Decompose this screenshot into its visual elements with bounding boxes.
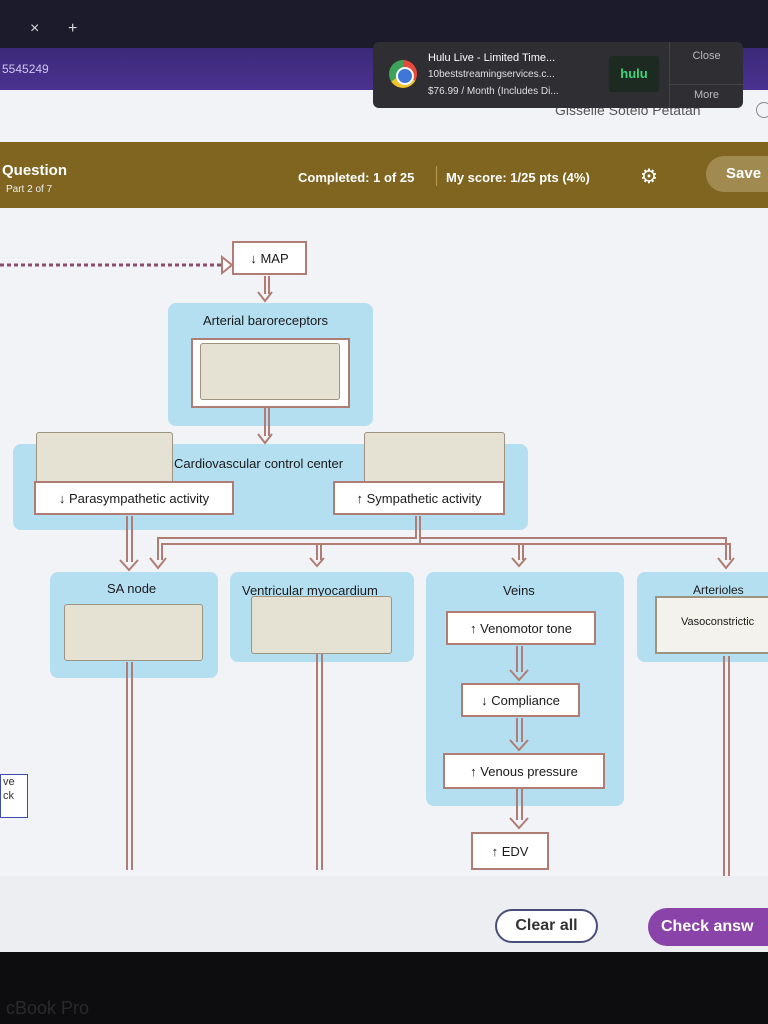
notification-more-button[interactable]: More [670,84,743,101]
notification-title: Hulu Live - Limited Time... [428,52,556,64]
arterioles-label: Arterioles [693,583,744,597]
new-tab-icon[interactable]: + [68,20,78,37]
completed-count: Completed: 1 of 25 [298,170,415,185]
browser-tabbar: × + [0,0,768,48]
header-divider [436,166,437,186]
save-button[interactable]: Save [706,156,768,192]
notification-source: 10beststreamingservices.c... [428,69,555,80]
notification-body: $76.99 / Month (Includes Di... [428,86,559,97]
side-button-line1: ve [3,776,15,788]
chrome-icon [389,60,417,88]
edv-box: ↑ EDV [471,832,549,870]
ventricular-drop-target[interactable] [251,596,392,654]
baroreceptors-label: Arterial baroreceptors [203,313,328,328]
hulu-logo: hulu [609,56,659,92]
notification-close-button[interactable]: Close [692,50,721,62]
vasoconstriction-box: Vasoconstrictic [655,596,768,654]
question-part: Part 2 of 7 [6,184,53,195]
side-toggle-button[interactable]: ve ck [0,774,28,818]
compliance-box: ↓ Compliance [461,683,580,717]
clear-all-button[interactable]: Clear all [495,909,598,943]
laptop-bezel: cBook Pro [0,952,768,1024]
laptop-brand: cBook Pro [6,998,90,1018]
question-title: Question [2,162,68,179]
check-answer-button[interactable]: Check answ [648,908,768,946]
side-button-line2: ck [3,790,14,802]
venous-pressure-box: ↑ Venous pressure [443,753,605,789]
help-icon[interactable] [756,102,768,118]
course-id: 5545249 [2,62,49,76]
baroreceptor-drop-target[interactable] [200,343,340,400]
gear-icon[interactable]: ⚙ [640,166,658,188]
sa-node-drop-target[interactable] [64,604,203,661]
notification-popup[interactable]: Hulu Live - Limited Time... 10beststream… [373,42,743,108]
sa-node-label: SA node [107,581,157,596]
question-header: Question Part 2 of 7 Completed: 1 of 25 … [0,142,768,208]
cv-center-label: Cardiovascular control center [174,456,344,471]
notification-actions: Close More [669,42,743,108]
score-readout: My score: 1/25 pts (4%) [446,170,590,185]
footer-bar [0,876,768,952]
map-box: ↓ MAP [232,241,307,275]
sympathetic-box: ↑ Sympathetic activity [333,481,505,515]
sympathetic-drop-target[interactable] [364,432,505,490]
parasympathetic-box: ↓ Parasympathetic activity [34,481,234,515]
parasympathetic-drop-target[interactable] [36,432,173,488]
ventricular-label: Ventricular myocardium [242,583,378,598]
veins-label: Veins [503,583,535,598]
venomotor-box: ↑ Venomotor tone [446,611,596,645]
close-tab-icon[interactable]: × [30,20,40,37]
